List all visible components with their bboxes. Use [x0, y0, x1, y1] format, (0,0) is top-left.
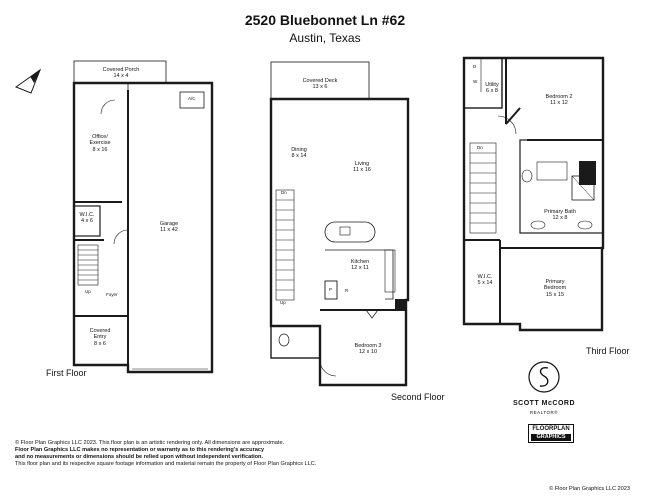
north-arrow-icon	[14, 68, 42, 94]
realtor-name: SCOTT McCORD	[513, 400, 575, 407]
first-floor-label: First Floor	[46, 368, 87, 378]
second-floor-label: Second Floor	[391, 392, 445, 402]
second-floor-plan	[269, 61, 410, 387]
ac-label: A/C	[188, 96, 196, 101]
disclaimer-line-3: and no measurements or dimensions should…	[15, 454, 264, 460]
disclaimer-line-2: Floor Plan Graphics LLC makes no represe…	[15, 447, 265, 453]
second-dn-label: Dn	[281, 190, 287, 195]
first-floor-plan	[72, 60, 214, 374]
realtor-logo-icon	[528, 361, 560, 393]
third-dn-label: Dn	[477, 145, 483, 150]
page-title: 2520 Bluebonnet Ln #62	[244, 12, 406, 28]
second-up-label: Up	[280, 300, 286, 305]
fridge-label: R	[345, 288, 349, 293]
room-wic-third: W.I.C.5 x 14	[477, 274, 493, 287]
third-floor-label: Third Floor	[586, 346, 630, 356]
brand-line-2: GRAPHICS	[531, 434, 571, 441]
brand-line-1: FLOORPLAN	[532, 426, 570, 432]
pantry-label: P	[329, 287, 333, 292]
copyright: © Floor Plan Graphics LLC 2023	[549, 486, 630, 492]
disclaimer-line-1: © Floor Plan Graphics LLC 2023. This flo…	[15, 440, 285, 446]
washer-label: W	[473, 79, 478, 84]
room-wic-first: W.I.C.4 x 6	[79, 212, 95, 225]
foyer-label: Foyer	[106, 292, 118, 297]
first-up-label: Up	[85, 289, 91, 294]
page-subtitle: Austin, Texas	[289, 31, 361, 45]
floorplan-graphics-logo: FLOORPLAN GRAPHICS	[528, 424, 574, 443]
realtor-title: REALTOR®	[529, 410, 559, 415]
disclaimer-line-4: This floor plan and its respective squar…	[15, 461, 317, 467]
dryer-label: D	[473, 64, 477, 69]
third-floor-plan	[462, 56, 605, 332]
